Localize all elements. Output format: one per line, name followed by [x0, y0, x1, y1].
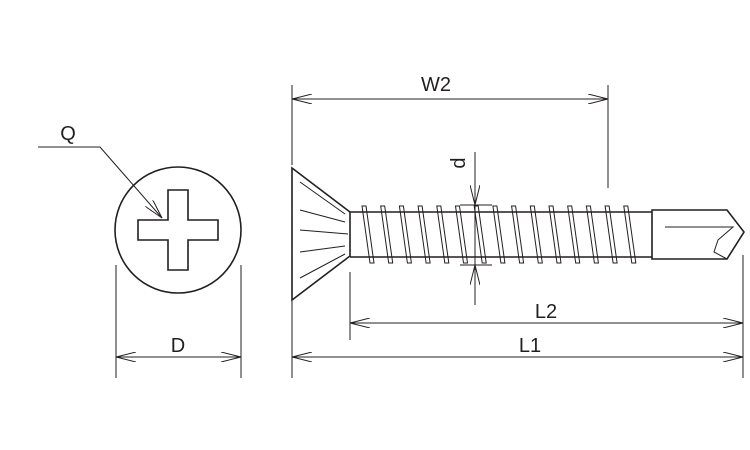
w2-label: W2: [421, 74, 451, 96]
d-thread-dimension: d: [448, 152, 492, 305]
thread-crest: [417, 205, 431, 264]
d-head-label: D: [171, 335, 185, 357]
l1-dimension: L1: [291, 300, 743, 378]
screw-side-view: [291, 166, 745, 302]
thread-crest: [436, 205, 450, 264]
d-head-dimension: D: [115, 265, 242, 378]
l2-label: L2: [535, 301, 557, 323]
l1-label: L1: [519, 335, 541, 357]
thread-crest: [548, 205, 562, 264]
thread-crest: [585, 205, 599, 264]
thread-crest: [473, 205, 487, 264]
thread-crest: [567, 205, 581, 264]
drill-tip: [651, 209, 745, 260]
thread-crest: [380, 205, 394, 264]
head-circle: [114, 166, 242, 294]
thread-crest: [492, 205, 506, 264]
thread-crest: [361, 205, 375, 264]
thread-crest: [454, 205, 469, 264]
thread-crest: [529, 205, 543, 264]
thread-crest: [511, 205, 525, 264]
d-thread-label: d: [448, 157, 470, 168]
thread-crest: [604, 205, 618, 264]
q-callout: Q: [38, 123, 162, 218]
thread-crest: [623, 205, 637, 264]
threads: [361, 205, 637, 264]
head-top-view: [114, 166, 242, 294]
l2-dimension: L2: [349, 255, 744, 378]
w2-dimension: W2: [291, 74, 609, 188]
q-label: Q: [60, 123, 76, 145]
thread-crest: [398, 205, 412, 264]
phillips-cross-icon: [137, 189, 219, 271]
